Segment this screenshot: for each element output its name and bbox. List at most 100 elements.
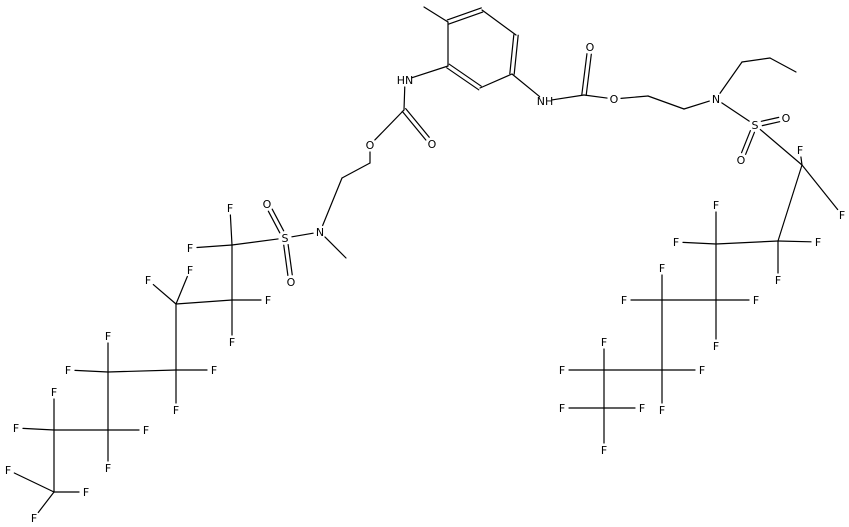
atom-label-f: F — [659, 262, 665, 275]
single-bond-line — [683, 100, 710, 110]
single-bond-line — [175, 275, 188, 305]
single-bond-line — [721, 102, 750, 122]
atom-label-f: F — [601, 336, 607, 349]
atom-label-f: F — [83, 486, 89, 499]
atom-label-nh: NH — [537, 95, 554, 108]
double-bond-line — [401, 110, 427, 141]
single-bond-line — [13, 472, 55, 493]
single-bond-line — [481, 9, 517, 36]
single-bond-line — [801, 164, 839, 211]
single-bond-line — [291, 232, 314, 238]
single-bond-line — [715, 240, 779, 245]
single-bond-line — [719, 61, 743, 94]
atom-label-f: F — [559, 402, 565, 415]
double-bond-line — [283, 244, 289, 276]
atom-label-hn: HN — [397, 74, 414, 87]
atom-label-f: F — [713, 199, 719, 212]
atom-label-f: F — [173, 404, 179, 417]
atom-label-f: F — [187, 264, 193, 277]
atom-label-f: F — [5, 464, 11, 477]
atom-label-f: F — [31, 512, 37, 525]
atom-label-f: F — [265, 294, 271, 307]
atom-label-f: F — [699, 364, 705, 377]
atom-label-f: F — [143, 424, 149, 437]
atom-label-f: F — [229, 336, 235, 349]
single-bond-line — [374, 109, 405, 141]
single-bond-line — [341, 162, 371, 179]
single-bond-line — [22, 427, 55, 431]
atom-label-f: F — [187, 242, 193, 255]
single-bond-line — [759, 128, 803, 166]
atom-label-s: S — [752, 119, 759, 132]
single-bond-line — [551, 94, 585, 101]
atom-label-o: O — [782, 112, 791, 125]
double-bond-line — [287, 244, 293, 276]
single-bond-line — [403, 86, 406, 111]
double-bond-line — [446, 7, 482, 21]
atom-label-f: F — [815, 236, 821, 249]
double-bond-line — [448, 63, 482, 87]
atom-label-f: F — [51, 386, 57, 399]
double-bond-line — [448, 11, 484, 25]
single-bond-line — [37, 491, 55, 514]
double-bond-line — [509, 34, 515, 75]
single-bond-line — [620, 95, 649, 99]
atom-label-o: O — [287, 276, 296, 289]
atom-label-o: O — [366, 139, 375, 152]
atom-label-f: F — [65, 364, 71, 377]
atom-label-o: O — [263, 198, 272, 211]
single-bond-line — [175, 299, 233, 305]
single-bond-line — [800, 156, 803, 166]
atom-label-f: F — [211, 364, 217, 377]
single-bond-line — [229, 214, 233, 246]
double-bond-line — [446, 67, 480, 91]
double-bond-line — [405, 108, 430, 138]
atom-label-o: O — [428, 138, 437, 151]
double-bond-line — [267, 210, 281, 234]
atom-label-o: O — [737, 154, 746, 167]
single-bond-line — [324, 236, 347, 259]
atom-label-f: F — [775, 274, 781, 287]
atom-label-f: F — [797, 144, 803, 157]
atom-label-f: F — [145, 274, 151, 287]
atom-label-f: F — [673, 236, 679, 249]
single-bond-line — [682, 241, 717, 245]
atom-label-f: F — [105, 462, 111, 475]
double-bond-line — [585, 53, 592, 96]
atom-label-f: F — [227, 202, 233, 215]
single-bond-line — [777, 240, 812, 243]
double-bond-line — [581, 53, 588, 96]
atom-label-n: N — [712, 93, 720, 106]
atom-label-f: F — [753, 294, 759, 307]
atom-label-f: F — [13, 422, 19, 435]
atom-label-f: F — [713, 340, 719, 353]
single-bond-line — [107, 369, 177, 373]
atom-label-o: O — [610, 93, 619, 106]
atom-label-f: F — [105, 330, 111, 343]
single-bond-line — [479, 73, 513, 89]
single-bond-line — [423, 6, 449, 23]
atom-label-f: F — [559, 364, 565, 377]
atom-label-f: F — [601, 444, 607, 457]
single-bond-line — [411, 65, 449, 79]
atom-label-n: N — [316, 226, 324, 239]
atom-label-o: O — [586, 41, 595, 54]
single-bond-line — [322, 177, 343, 227]
single-bond-line — [583, 94, 608, 99]
double-bond-line — [760, 116, 780, 122]
atom-label-f: F — [621, 294, 627, 307]
single-bond-line — [777, 164, 803, 242]
single-bond-line — [74, 369, 109, 373]
atom-label-f: F — [659, 404, 665, 417]
double-bond-line — [761, 121, 781, 127]
double-bond-line — [271, 208, 285, 232]
double-bond-line — [745, 131, 756, 155]
atom-label-f: F — [639, 402, 645, 415]
double-bond-line — [513, 34, 519, 75]
bond-layer — [13, 6, 839, 514]
single-bond-line — [647, 95, 685, 110]
single-bond-line — [196, 244, 233, 249]
double-bond-line — [740, 130, 751, 154]
